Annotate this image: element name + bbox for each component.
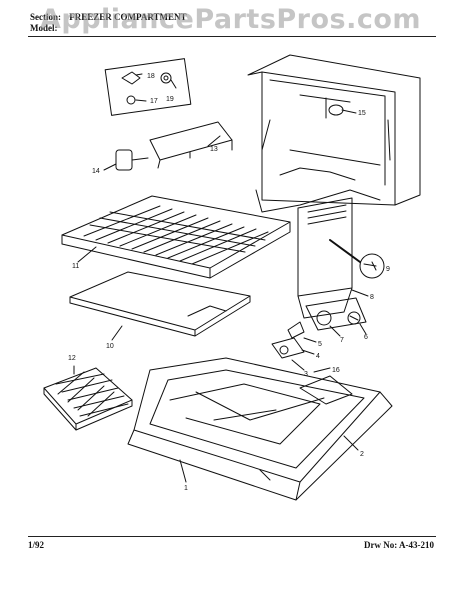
- fan-assembly: [287, 297, 367, 343]
- callout-15: 15: [358, 110, 366, 117]
- model-line: Model:: [30, 23, 58, 33]
- callout-4: 4: [316, 353, 320, 360]
- revision-date: 1/92: [28, 540, 45, 550]
- hardware-cluster: [104, 58, 192, 116]
- callout-2: 2: [360, 451, 364, 458]
- fan-motor: [271, 337, 315, 371]
- callout-19: 19: [166, 96, 174, 103]
- callout-12: 12: [68, 355, 76, 362]
- freezer-liner: [247, 54, 421, 213]
- callout-14: 14: [92, 168, 100, 175]
- callout-8: 8: [370, 294, 374, 301]
- callout-3: 3: [304, 371, 308, 378]
- evaporator-shelf: [61, 195, 291, 279]
- shelf-support: [103, 149, 149, 171]
- section-line: Section: FREEZER COMPARTMENT: [30, 12, 187, 22]
- ice-tray: [43, 365, 133, 431]
- callout-6: 6: [364, 334, 368, 341]
- drawing-number: Drw No: A-43-210: [364, 540, 434, 550]
- top-border: [28, 36, 436, 37]
- site-watermark: AppliancePartsPros.com: [40, 4, 422, 35]
- section-title: FREEZER COMPARTMENT: [69, 12, 187, 22]
- callout-10: 10: [106, 343, 114, 350]
- callout-13: 13: [210, 146, 218, 153]
- bottom-border: [28, 536, 436, 537]
- diagram-header: Section: FREEZER COMPARTMENT Model:: [30, 12, 187, 34]
- freezer-floor-tray: [127, 357, 393, 501]
- callout-18: 18: [147, 73, 155, 80]
- shelf-bracket: [149, 121, 233, 169]
- callout-7: 7: [340, 337, 344, 344]
- duct-screw: [329, 239, 385, 279]
- callout-5: 5: [318, 341, 322, 348]
- callout-11: 11: [72, 263, 79, 270]
- insulation-pad: [69, 271, 251, 341]
- callout-9: 9: [386, 266, 390, 273]
- callout-17: 17: [150, 98, 158, 105]
- air-duct: [297, 197, 369, 319]
- callout-16: 16: [332, 367, 340, 374]
- callout-1: 1: [184, 485, 188, 492]
